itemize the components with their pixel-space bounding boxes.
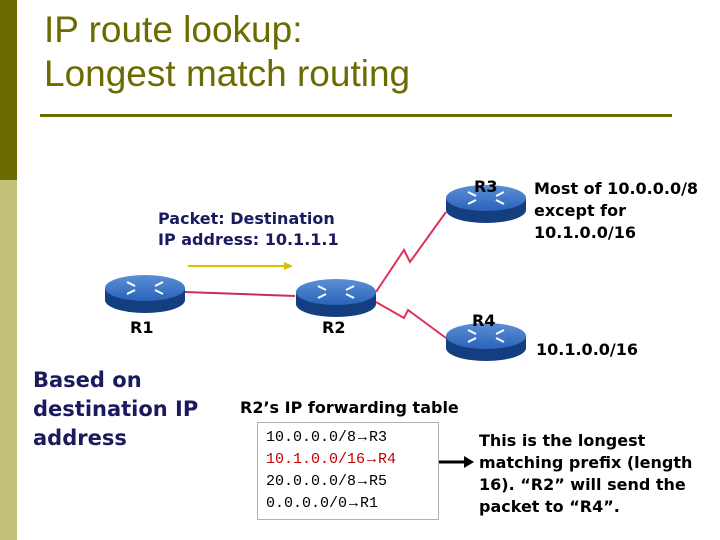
router-r4-label: R4 bbox=[472, 311, 496, 330]
router-r3-icon bbox=[446, 185, 526, 223]
r3-note-line-3: 10.1.0.0/16 bbox=[534, 223, 637, 242]
packet-direction-arrow bbox=[188, 262, 293, 270]
explanation-line-4: packet to “R4”. bbox=[479, 497, 620, 516]
packet-label-line-1: Packet: Destination bbox=[158, 209, 335, 228]
row-prefix: 0.0.0.0/0 bbox=[266, 495, 348, 512]
row-prefix: 20.0.0.0/8 bbox=[266, 473, 357, 490]
table-row: 0.0.0.0/0→R1 bbox=[266, 493, 430, 515]
router-r2-icon bbox=[296, 279, 376, 317]
right-arrow-icon: → bbox=[358, 473, 368, 490]
title-line-2: Longest match routing bbox=[44, 53, 411, 94]
explanation-line-2: matching prefix (length bbox=[479, 453, 693, 472]
right-arrow-icon: → bbox=[367, 451, 377, 468]
sidebar-band-light bbox=[0, 180, 17, 540]
router-r1-icon bbox=[105, 275, 185, 313]
table-row-highlighted: 10.1.0.0/16→R4 bbox=[266, 449, 430, 471]
sidebar-band-dark bbox=[0, 0, 17, 180]
link-r2-r3 bbox=[375, 211, 447, 293]
packet-label-line-2: IP address: 10.1.1.1 bbox=[158, 230, 339, 249]
title-underline bbox=[40, 114, 672, 117]
longest-match-explanation: This is the longest matching prefix (len… bbox=[479, 430, 715, 518]
row-prefix: 10.1.0.0/16 bbox=[266, 451, 366, 468]
forwarding-table: 10.0.0.0/8→R3 10.1.0.0/16→R4 20.0.0.0/8→… bbox=[257, 422, 439, 520]
row-next-hop: R1 bbox=[360, 495, 379, 512]
forwarding-table-title: R2’s IP forwarding table bbox=[240, 398, 459, 417]
explanation-line-3: 16). “R2” will send the bbox=[479, 475, 686, 494]
explanation-line-1: This is the longest bbox=[479, 431, 646, 450]
router-r2-label: R2 bbox=[322, 318, 346, 337]
slide-title: IP route lookup: Longest match routing bbox=[44, 8, 410, 96]
title-line-1: IP route lookup: bbox=[44, 9, 303, 50]
r3-prefix-note: Most of 10.0.0.0/8 except for 10.1.0.0/1… bbox=[534, 178, 698, 244]
r3-note-line-2: except for bbox=[534, 201, 627, 220]
table-row: 10.0.0.0/8→R3 bbox=[266, 427, 430, 449]
left-note: Based on destination IP address bbox=[33, 366, 223, 453]
right-arrow-icon: → bbox=[349, 495, 359, 512]
router-r3-label: R3 bbox=[474, 177, 498, 196]
r4-prefix-note: 10.1.0.0/16 bbox=[536, 340, 639, 359]
row-next-hop: R5 bbox=[369, 473, 388, 490]
row-prefix: 10.0.0.0/8 bbox=[266, 429, 357, 446]
r3-note-line-1: Most of 10.0.0.0/8 bbox=[534, 179, 699, 198]
row-next-hop: R3 bbox=[369, 429, 388, 446]
left-note-line-1: Based on bbox=[33, 368, 142, 392]
left-note-line-3: address bbox=[33, 426, 127, 450]
router-r4-icon bbox=[446, 323, 526, 361]
link-r2-r4 bbox=[375, 301, 447, 339]
table-row: 20.0.0.0/8→R5 bbox=[266, 471, 430, 493]
left-note-line-2: destination IP bbox=[33, 397, 199, 421]
link-r1-r2 bbox=[184, 291, 296, 297]
right-arrow-icon: → bbox=[358, 429, 368, 446]
router-r1-label: R1 bbox=[130, 318, 154, 337]
packet-label: Packet: Destination IP address: 10.1.1.1 bbox=[158, 208, 339, 250]
row-next-hop: R4 bbox=[378, 451, 397, 468]
